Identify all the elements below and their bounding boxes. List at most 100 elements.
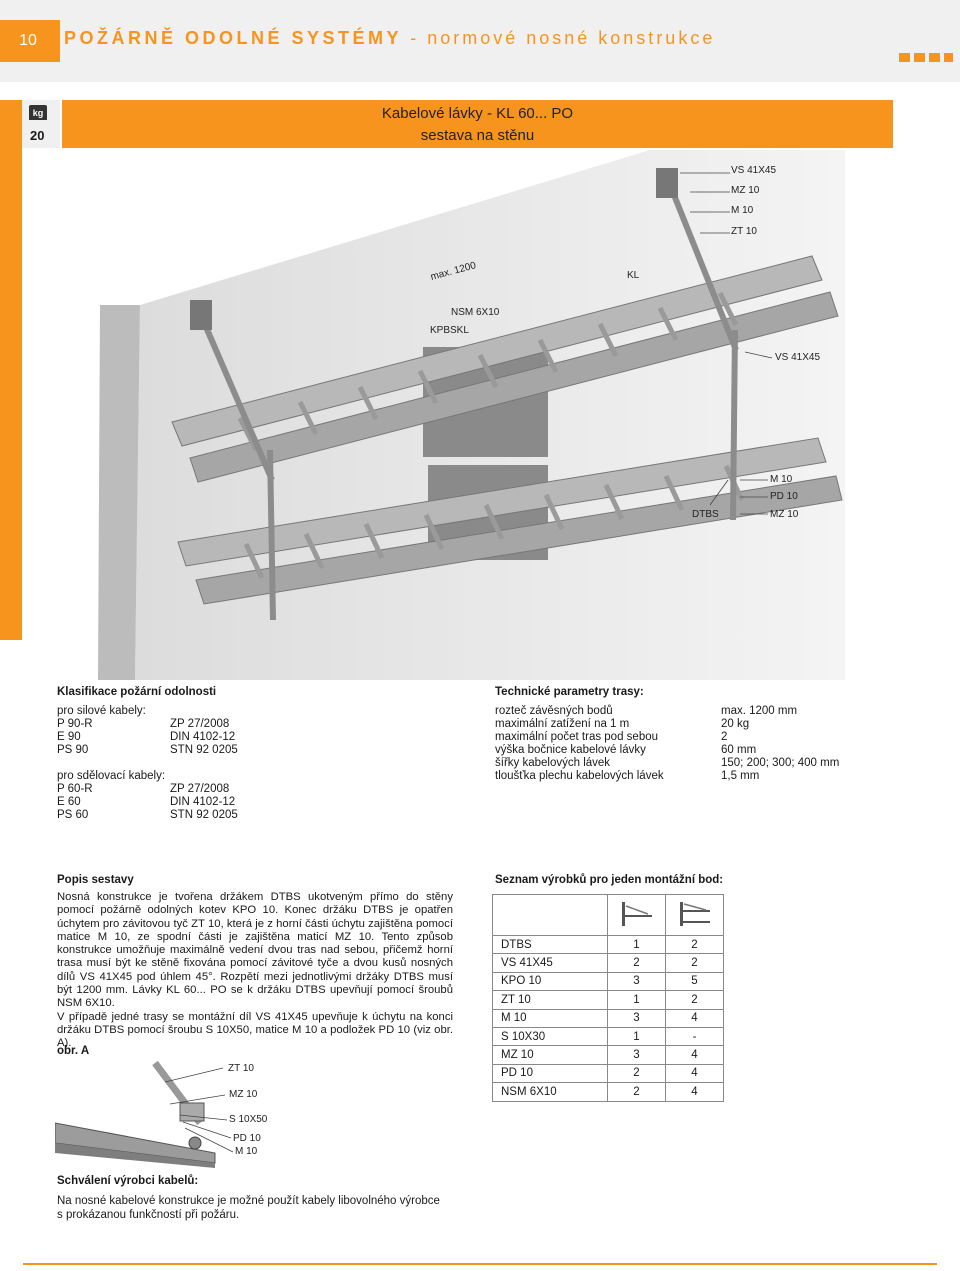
detail-a-illustration [55,1060,216,1168]
detail-label-m-10: M 10 [235,1146,258,1157]
table-cell-qty-two: 5 [665,971,724,992]
tech-row-value: 60 mm [721,744,757,756]
table-header-row [492,894,724,936]
table-cell-qty-two: 4 [665,1008,724,1028]
signal-row-value: DIN 4102-12 [170,796,236,808]
power-cables-title: pro silové kabely: [57,705,146,717]
kg-weight-icon: kg [29,105,47,120]
upper-cable-tray [171,255,839,483]
support-rods [200,183,739,621]
table-cell-name: PD 10 [492,1063,608,1084]
table-cell-name: ZT 10 [492,990,608,1010]
detail-label-s-10x50: S 10X50 [229,1114,268,1125]
signal-row-key: E 60 [57,796,81,808]
label-dtbs: DTBS [692,509,719,520]
tech-row-value: 2 [721,731,728,743]
tech-row-value: 1,5 mm [721,770,760,782]
wall-edge [98,305,140,680]
table-header-variant-one [607,894,666,936]
description-heading: Popis sestavy [57,874,134,886]
table-header-variant-two [665,894,724,936]
table-cell-name: NSM 6X10 [492,1082,608,1102]
power-row-key: P 90-R [57,718,93,730]
label-zt-10: ZT 10 [731,226,757,237]
table-cell-qty-two: - [665,1026,724,1047]
table-cell-name: S 10X30 [492,1026,608,1047]
header-square-decor [944,53,953,62]
signal-cables-title: pro sdělovací kabely: [57,770,166,782]
detail-label-zt-10: ZT 10 [228,1063,254,1074]
double-tray-bracket-icon [679,901,710,926]
tech-row-key: výška bočnice kabelové lávky [495,744,646,756]
label-kpbskl: KPBSKL [430,325,469,336]
table-cell-name: M 10 [492,1008,608,1028]
table-cell-qty-one: 1 [607,1026,666,1047]
header-square-decor [914,53,925,62]
label-kl: KL [627,270,640,281]
signal-row-value: ZP 27/2008 [170,783,230,795]
description-text: Nosná konstrukce je tvořena držákem DTBS… [57,891,453,1051]
tech-row-key: rozteč závěsných bodů [495,705,613,717]
label-vs-41x45-top: VS 41X45 [731,165,777,176]
header-title-sub: - normové nosné konstrukce [410,28,716,48]
table-cell-qty-one: 3 [607,1008,666,1028]
table-cell-name: KPO 10 [492,971,608,992]
table-cell-name: MZ 10 [492,1045,608,1065]
table-cell-qty-two: 2 [665,990,724,1010]
cable-tray-illustration [98,150,845,680]
classification-heading: Klasifikace požární odolnosti [57,686,217,698]
signal-row-key: PS 60 [57,809,89,821]
wall-brackets [190,168,678,330]
page-number: 10 [19,32,37,49]
detail-label-mz-10: MZ 10 [229,1089,258,1100]
approval-text-line: Na nosné kabelové konstrukce je možné po… [57,1195,440,1207]
description-paragraph: Nosná konstrukce je tvořena držákem DTBS… [57,891,453,1010]
header-title: POŽÁRNĚ ODOLNÉ SYSTÉMY - normové nosné k… [64,28,715,49]
tech-heading: Technické parametry trasy: [495,686,644,698]
table-cell-qty-two: 4 [665,1082,724,1102]
table-cell-qty-two: 4 [665,1063,724,1084]
table-cell-qty-two: 2 [665,934,724,955]
products-heading: Seznam výrobků pro jeden montážní bod: [495,874,724,886]
table-cell-name: DTBS [492,934,608,955]
title-bar [62,100,893,148]
signal-row-key: P 60-R [57,783,93,795]
table-header-empty [492,894,608,936]
header-title-main: POŽÁRNĚ ODOLNÉ SYSTÉMY [64,28,402,48]
power-row-key: E 90 [57,731,81,743]
page-number-box [0,20,60,62]
table-cell-qty-two: 2 [665,953,724,973]
description-paragraph: V případě jedné trasy se montážní díl VS… [57,1010,453,1050]
approval-text-line: s prokázanou funkčností při požáru. [57,1209,240,1221]
power-row-value: DIN 4102-12 [170,731,236,743]
sheet-title: Kabelové lávky - KL 60... PO [381,105,574,122]
label-pd-10-right: PD 10 [770,491,798,502]
callout-lines [680,172,773,515]
single-tray-bracket-icon [621,901,652,926]
table-cell-qty-one: 2 [607,953,666,973]
table-cell-qty-two: 4 [665,1045,724,1065]
table-cell-qty-one: 2 [607,1063,666,1084]
label-nsm-6x10: NSM 6X10 [451,307,500,318]
table-cell-qty-one: 1 [607,934,666,955]
header-square-decor [899,53,910,62]
tech-row-value: max. 1200 mm [721,705,798,717]
label-m-10-right: M 10 [770,474,793,485]
table-cell-name: VS 41X45 [492,953,608,973]
top-header-band [0,0,960,82]
label-m-10-top: M 10 [731,205,754,216]
footer-rule [23,1263,937,1265]
tech-row-value: 20 kg [721,718,750,730]
label-vs-41x45-right: VS 41X45 [775,352,821,363]
label-mz-10-right: MZ 10 [770,509,799,520]
detail-label-pd-10: PD 10 [233,1133,261,1144]
